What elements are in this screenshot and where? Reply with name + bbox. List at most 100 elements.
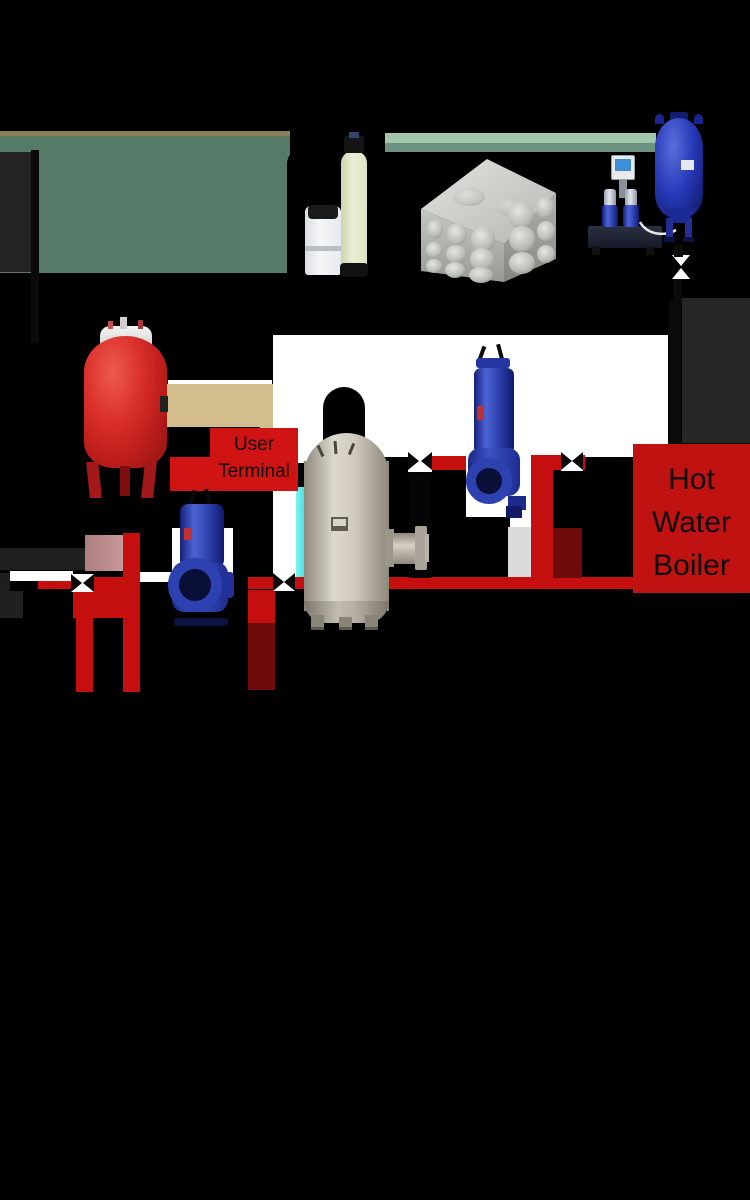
hx-nozzle-cap <box>425 534 429 562</box>
softener-valve-head <box>344 136 364 153</box>
valve-icon-bottom-mid <box>273 573 295 591</box>
dark-step-1 <box>0 548 85 570</box>
hx-side-nozzle <box>385 526 429 570</box>
hx-leg-c <box>339 617 352 630</box>
hx-nozzle-tube <box>393 533 417 564</box>
white-pipe-bar-2 <box>140 572 173 582</box>
user-terminal-line1: User <box>233 434 275 455</box>
booster-pump-motor-1 <box>604 189 616 206</box>
riser-left-b-upper <box>123 533 140 578</box>
booster-base-frame <box>588 226 662 248</box>
pump2-cable-b <box>496 343 504 360</box>
down-pipe-mid-red <box>248 590 275 623</box>
riser-right-black <box>553 470 582 528</box>
hx-nozzle-flange-inner <box>385 529 394 567</box>
hx-body <box>304 461 389 611</box>
expansion-tank-leg-r <box>141 462 157 498</box>
mint-band <box>385 133 656 143</box>
riser-right-maroon <box>553 528 582 578</box>
photo-shadow-grey <box>508 527 532 578</box>
brine-tank-band <box>305 246 341 251</box>
pressure-tank-flange <box>670 112 688 122</box>
bottom-pipe-right <box>384 577 633 589</box>
dark-grey-block <box>682 298 750 443</box>
hot-water-boiler-line1: Hot <box>668 463 715 496</box>
booster-pump-body-2 <box>623 205 639 227</box>
hx-leg-r <box>365 615 378 630</box>
booster-pump-motor-2 <box>625 189 637 206</box>
pressure-tank-leg-l <box>666 218 673 238</box>
pump1-suction-ring <box>168 558 222 612</box>
pressure-tank-foot-r <box>683 237 694 242</box>
heat-exchanger-tank <box>303 431 392 630</box>
pump2-sticker <box>477 406 484 420</box>
down-pipe-mid-black <box>275 592 295 690</box>
dark-step-2 <box>0 573 10 591</box>
softener-valve-top <box>349 132 359 138</box>
expansion-tank-body <box>84 336 167 468</box>
riser-right-red <box>531 470 553 578</box>
pump1-sticker <box>184 528 191 540</box>
softener-base <box>340 263 368 277</box>
expansion-tank-nub-2 <box>138 320 143 329</box>
valve-icon-pressure-tank <box>672 255 690 279</box>
right-drop-pipe-lower <box>669 300 681 443</box>
pressure-tank-leg-r <box>685 218 692 238</box>
expansion-tank-nub-1 <box>108 321 113 329</box>
tan-block <box>165 384 273 427</box>
user-terminal-label: User Terminal <box>210 428 298 491</box>
pressure-tank-lug-l <box>655 114 664 124</box>
pressure-tank-drop-pipe <box>674 245 683 257</box>
down-pipe-mid-maroon <box>248 623 275 690</box>
mauve-shadow-block <box>85 535 123 571</box>
expansion-tank-port <box>160 396 168 412</box>
hot-water-boiler-line3: Boiler <box>653 549 730 582</box>
hx-nozzle-flange-outer <box>415 526 427 570</box>
valve-icon-hx-outlet <box>408 452 432 472</box>
photo-background-pump2-sliver <box>510 517 531 527</box>
valve-icon-bottom-left <box>71 574 94 592</box>
hx-outlet-pipe <box>427 456 466 470</box>
submersible-pump-1 <box>168 488 234 628</box>
khaki-wall-line <box>0 131 290 136</box>
expansion-tank-stem <box>120 317 127 329</box>
white-pipe-bar-1 <box>10 571 73 581</box>
expansion-tank-leg-l <box>86 462 102 498</box>
down-pipe-left-b <box>123 618 140 692</box>
pump1-cable-b <box>204 488 212 506</box>
green-band <box>385 143 656 152</box>
pressure-tank-label <box>681 160 694 170</box>
softener-resin-tank <box>341 151 367 273</box>
pressure-tank-foot-l <box>664 237 675 242</box>
connection-hose <box>638 221 677 236</box>
down-pipe-left-a <box>76 618 93 692</box>
pump2-foot <box>506 506 522 518</box>
brine-tank-lid <box>308 205 338 219</box>
pressure-tank-lug-r <box>694 114 703 124</box>
hx-nameplate-inner <box>333 519 346 526</box>
submersible-pump-2 <box>466 343 528 520</box>
hot-water-boiler-line2: Water <box>652 506 731 539</box>
hot-water-boiler-label: Hot Water Boiler <box>633 444 750 593</box>
pressure-tank-body <box>655 118 703 218</box>
stainless-steel-panel-tank <box>421 159 556 283</box>
pump2-bracket <box>476 358 510 368</box>
hx-leg-l <box>311 615 324 630</box>
green-wall-block <box>0 136 290 273</box>
pump1-base-shadow <box>174 618 228 626</box>
user-terminal-line2: Terminal <box>218 461 290 482</box>
booster-cabinet-screen <box>615 159 631 171</box>
pump2-suction-ring <box>466 458 512 504</box>
expansion-tank-leg-c <box>120 466 130 496</box>
user-terminal-tab <box>170 457 215 491</box>
valve-icon-pump2-outlet <box>561 452 583 471</box>
left-riser-pipe <box>31 150 39 343</box>
booster-base-leg-l <box>592 247 600 255</box>
right-drop-pipe <box>673 278 682 302</box>
booster-pump-body-1 <box>602 205 618 227</box>
tan-block-topline <box>168 380 272 384</box>
booster-base-leg-r <box>646 247 654 255</box>
booster-cabinet-pole <box>619 180 627 198</box>
dark-step-3 <box>0 591 23 618</box>
